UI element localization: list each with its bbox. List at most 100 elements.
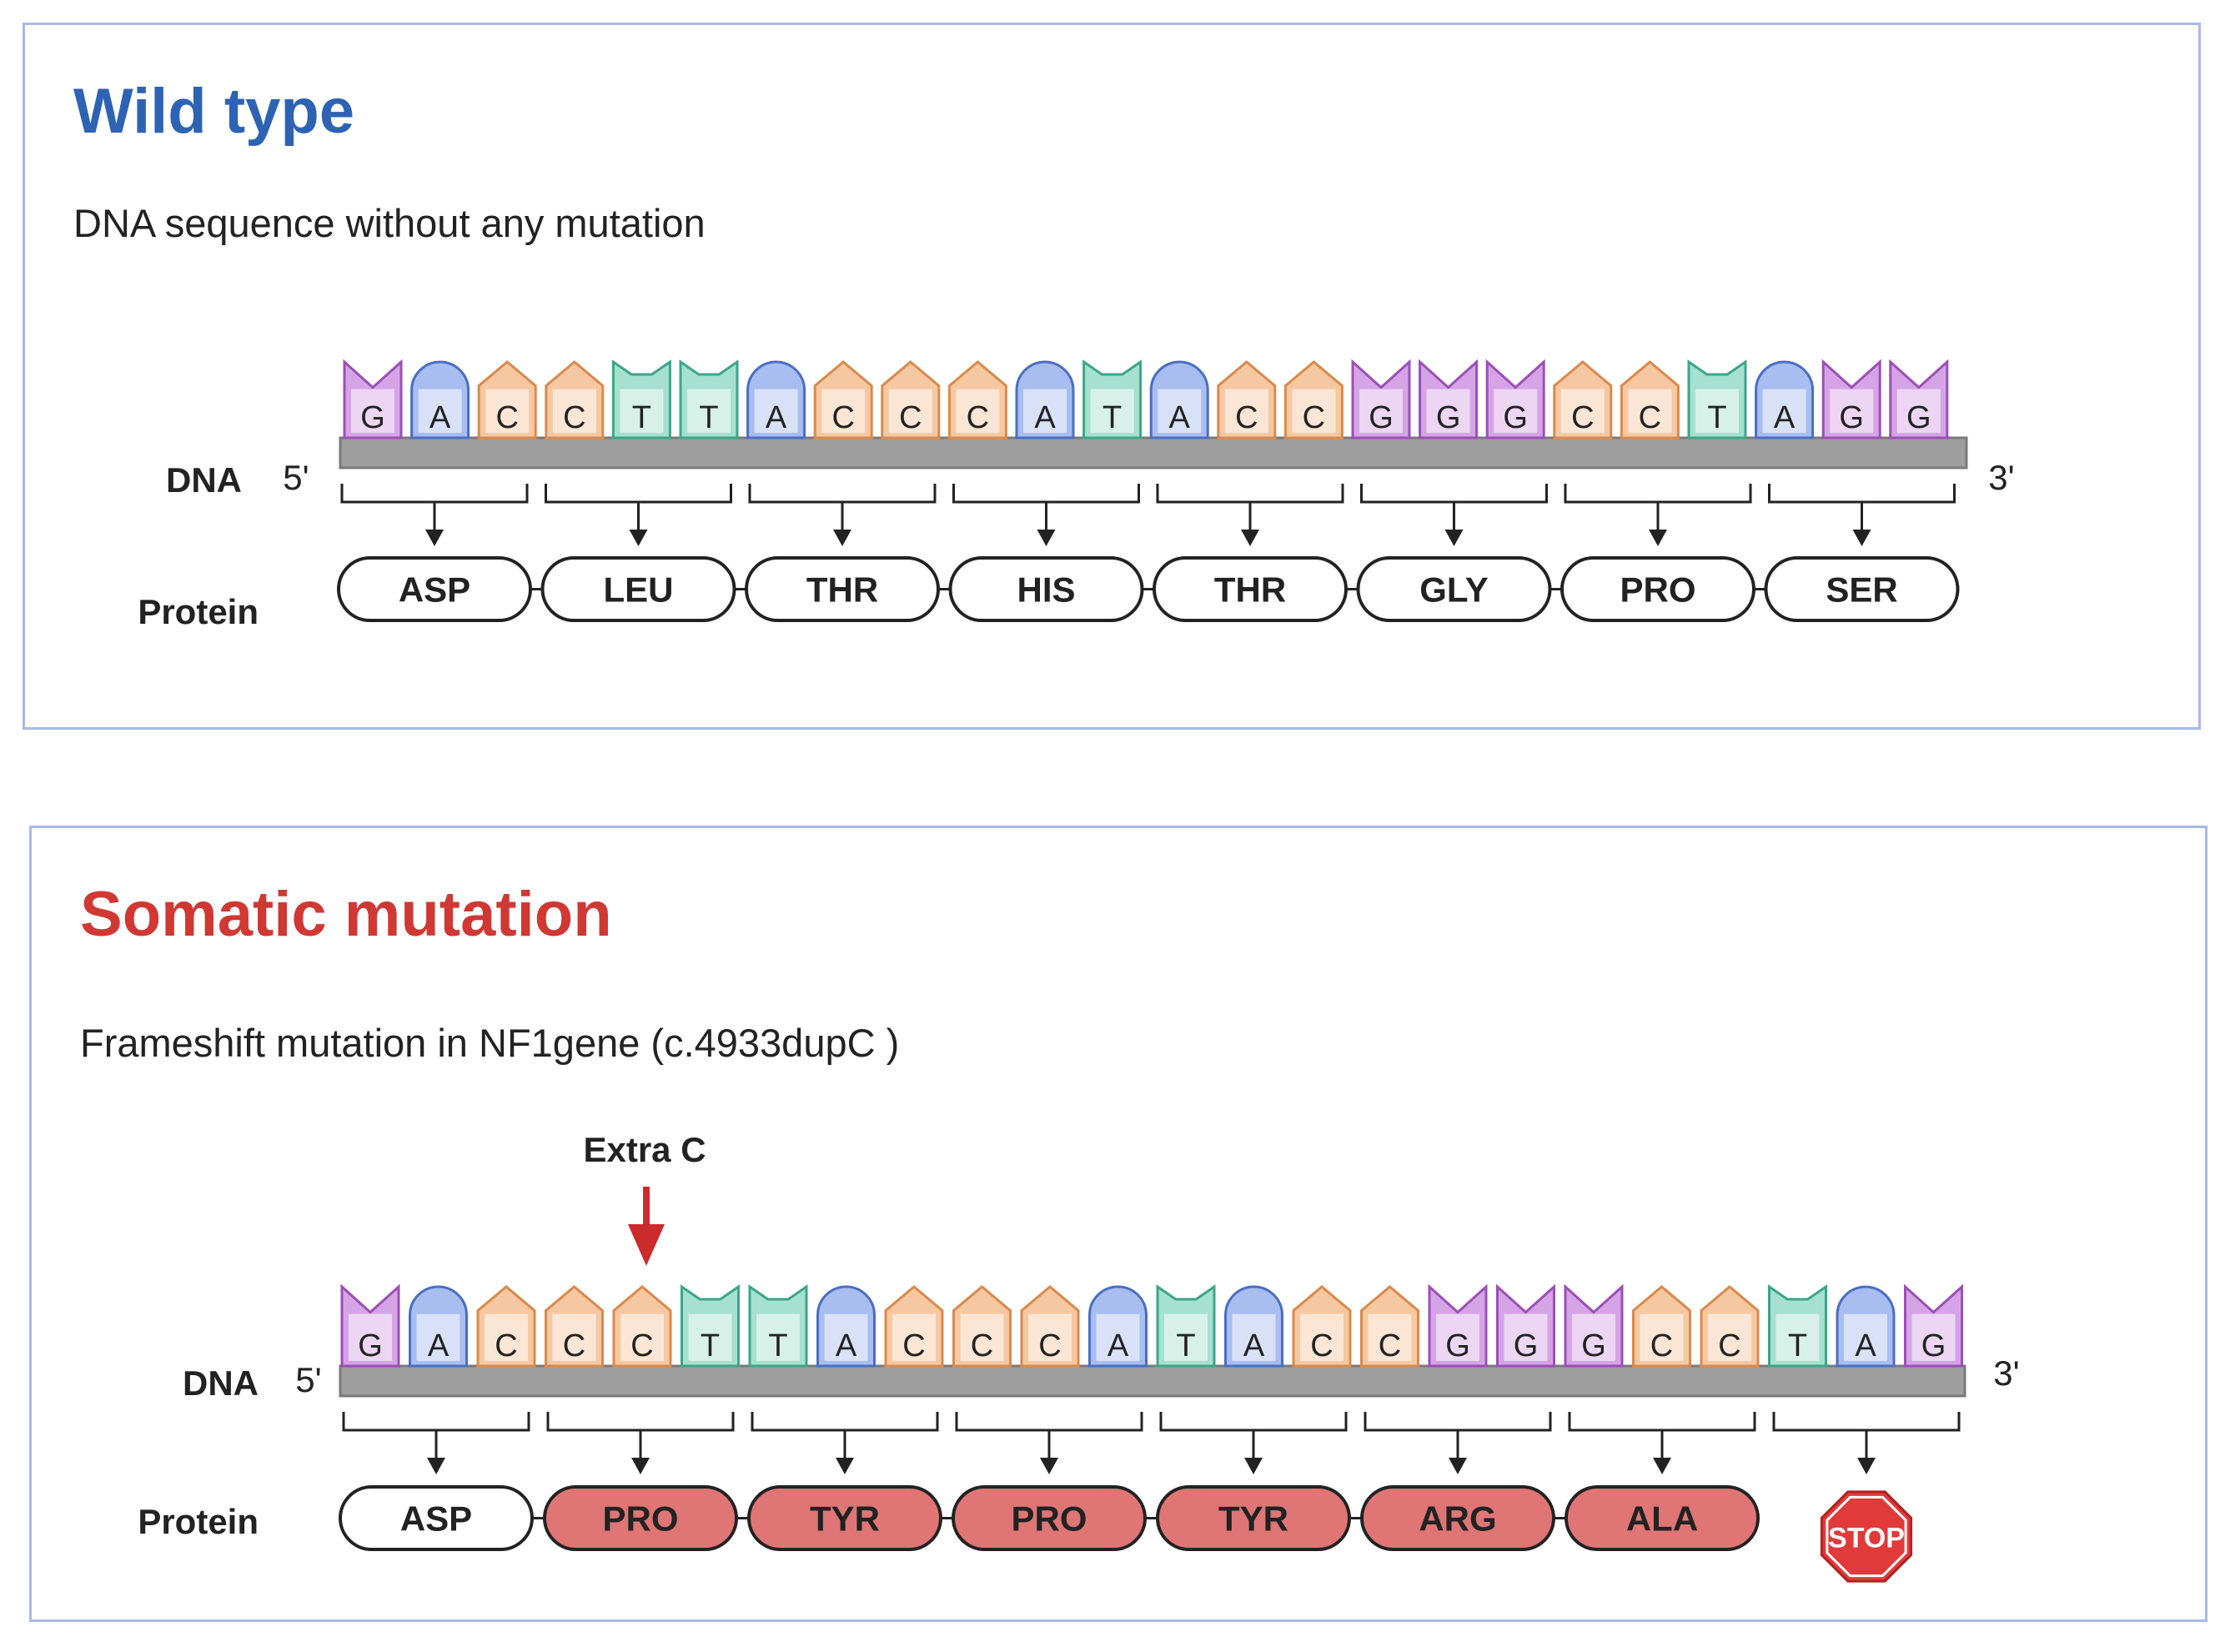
residue-thr: THR — [1153, 556, 1348, 622]
nucleotide-letter: C — [1650, 1328, 1673, 1363]
dna-strand — [339, 1364, 1966, 1398]
nucleotide-letter: C — [967, 400, 989, 435]
residue-label: HIS — [1017, 570, 1075, 610]
residue-pro: PRO — [952, 1485, 1147, 1551]
nucleotide-G: G — [343, 359, 403, 439]
nucleotide-letter: A — [1107, 1328, 1129, 1363]
nucleotide-letter: C — [899, 400, 922, 435]
five-prime-label: 5' — [283, 458, 309, 497]
three-prime-label: 3' — [1993, 1353, 2019, 1393]
nucleotide-A: A — [746, 360, 806, 439]
nucleotide-letter: C — [1038, 1328, 1061, 1363]
residue-label: PRO — [1620, 570, 1695, 610]
nucleotide-C: C — [1020, 1285, 1080, 1368]
nucleotide-C: C — [1292, 1285, 1352, 1368]
nucleotide-T: T — [681, 1284, 740, 1368]
nucleotide-letter: A — [1855, 1328, 1876, 1363]
nucleotide-letter: C — [1718, 1328, 1740, 1363]
nucleotide-G: G — [1564, 1283, 1624, 1368]
nucleotide-C: C — [612, 1285, 672, 1368]
codon-arrowhead — [1649, 530, 1667, 546]
nucleotide-letter: C — [831, 400, 854, 435]
nucleotide-letter: C — [971, 1328, 993, 1363]
nucleotide-C: C — [1620, 360, 1680, 439]
nucleotide-G: G — [1428, 1283, 1488, 1368]
codon-arrowhead — [427, 1458, 445, 1474]
residue-his: HIS — [948, 556, 1144, 622]
nucleotide-letter: T — [1788, 1328, 1807, 1363]
nucleotide-C: C — [947, 360, 1007, 439]
somatic-mutation-panel: Somatic mutation Frameshift mutation in … — [29, 826, 2207, 1622]
nucleotide-letter: T — [632, 400, 651, 435]
codon-arrowhead — [836, 1458, 854, 1474]
nucleotide-A: A — [410, 360, 470, 439]
nucleotide-letter: T — [1102, 400, 1122, 435]
nucleotide-letter: C — [563, 1328, 585, 1363]
nucleotide-letter: G — [358, 1328, 383, 1363]
residue-gly: GLY — [1356, 556, 1552, 622]
dna-label: DNA — [166, 460, 242, 500]
nucleotide-C: C — [1217, 360, 1277, 439]
nucleotide-C: C — [813, 360, 873, 439]
nucleotide-letter: A — [766, 400, 787, 435]
nucleotide-letter: T — [1176, 1328, 1195, 1363]
residue-label: ASP — [400, 1499, 472, 1539]
residue-label: ASP — [399, 570, 470, 610]
nucleotide-letter: G — [1514, 1328, 1539, 1363]
residue-ala: ALA — [1565, 1485, 1760, 1551]
codon-bracket — [1768, 484, 1956, 504]
residue-label: PRO — [602, 1499, 678, 1539]
nucleotide-C: C — [545, 360, 605, 439]
residue-leu: LEU — [540, 556, 736, 622]
residue-label: SER — [1826, 570, 1897, 610]
codon-bracket — [1159, 1412, 1348, 1432]
residue-thr: THR — [745, 556, 940, 622]
codon-arrowhead — [1852, 530, 1871, 546]
nucleotide-T: T — [748, 1284, 808, 1368]
residue-label: THR — [1214, 570, 1286, 610]
nucleotide-T: T — [679, 359, 739, 439]
mutation-title: Somatic mutation — [80, 879, 612, 950]
codon-arrowhead — [1653, 1458, 1671, 1474]
nucleotide-letter: G — [1503, 400, 1528, 435]
nucleotide-T: T — [1082, 359, 1143, 439]
nucleotide-letter: C — [495, 1328, 517, 1363]
residue-label: THR — [806, 570, 878, 610]
nucleotide-C: C — [1632, 1285, 1691, 1368]
nucleotide-C: C — [545, 1285, 604, 1368]
extra-c-annotation: Extra C — [583, 1130, 706, 1169]
nucleotide-letter: C — [1303, 400, 1325, 435]
nucleotide-T: T — [611, 359, 671, 439]
stop-label: STOP — [1828, 1523, 1905, 1554]
codon-bracket — [751, 1412, 939, 1432]
codon-bracket — [1360, 484, 1548, 504]
dna-label: DNA — [183, 1363, 259, 1403]
codon-bracket — [340, 484, 529, 504]
nucleotide-letter: A — [836, 1328, 857, 1363]
residue-pro: PRO — [543, 1485, 738, 1551]
codon-bracket — [955, 1412, 1143, 1432]
nucleotide-C: C — [1283, 360, 1344, 439]
residue-asp: ASP — [339, 1485, 534, 1551]
nucleotide-letter: T — [701, 1328, 720, 1363]
nucleotide-C: C — [1360, 1285, 1419, 1368]
nucleotide-letter: A — [1243, 1328, 1265, 1363]
nucleotide-C: C — [477, 360, 537, 439]
codon-arrowhead — [1244, 1458, 1263, 1474]
nucleotide-letter: A — [1169, 400, 1191, 435]
nucleotide-letter: A — [429, 400, 451, 435]
nucleotide-letter: T — [1707, 400, 1726, 435]
nucleotide-letter: C — [630, 1328, 653, 1363]
codon-bracket — [952, 484, 1140, 504]
nucleotide-A: A — [409, 1285, 468, 1368]
nucleotide-A: A — [1088, 1285, 1148, 1368]
nucleotide-A: A — [1836, 1285, 1896, 1368]
nucleotide-C: C — [952, 1285, 1012, 1368]
nucleotide-A: A — [1224, 1285, 1283, 1368]
protein-label: Protein — [138, 1502, 259, 1541]
codon-arrowhead — [631, 1458, 650, 1474]
protein-label: Protein — [138, 592, 259, 631]
three-prime-label: 3' — [1988, 458, 2014, 497]
residue-label: PRO — [1011, 1499, 1087, 1539]
